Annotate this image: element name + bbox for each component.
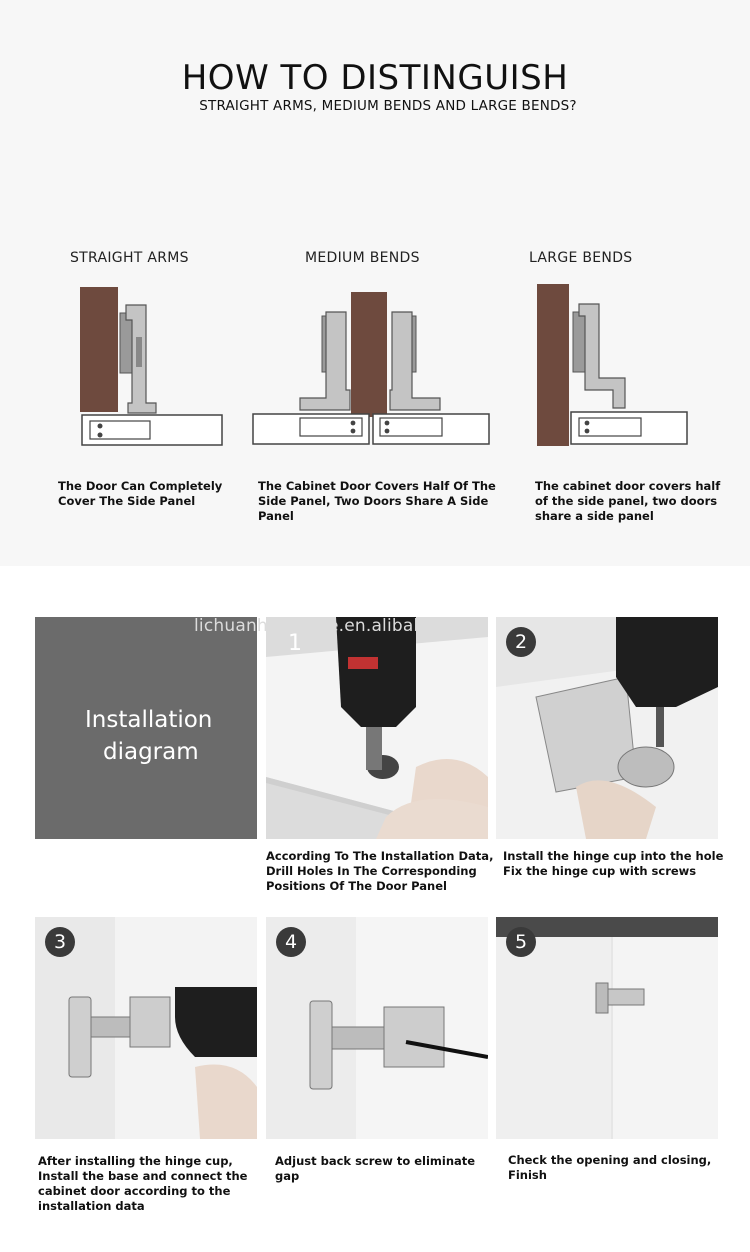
step-1-photo: 1 [266, 617, 488, 839]
step-3-badge: 3 [45, 927, 75, 957]
step-2-photo: 2 [496, 617, 718, 839]
step-4-caption: Adjust back screw to eliminate gap [275, 1154, 476, 1183]
step-5-badge: 5 [506, 927, 536, 957]
door-panel [80, 287, 118, 412]
desc-large-bends: The cabinet door covers half of the side… [535, 479, 721, 523]
step-5-photo: 5 [496, 917, 718, 1139]
label-large-bends: LARGE BENDS [529, 250, 633, 266]
side-panel-left [252, 413, 370, 445]
large-bends-illustration [537, 284, 688, 446]
label-straight-arms: STRAIGHT ARMS [70, 250, 189, 266]
step-3-photo: 3 [35, 917, 257, 1139]
side-panel [570, 411, 688, 445]
step-1-caption: According To The Installation Data, Dril… [266, 849, 494, 893]
page-title: HOW TO DISTINGUISH [181, 58, 569, 98]
hinge-left-icon [299, 311, 351, 411]
door-panel [537, 284, 569, 446]
step-4-photo: 4 [266, 917, 488, 1139]
install-title-line2: diagram [103, 739, 199, 765]
installation-diagram-box: Installation diagram [35, 617, 257, 839]
hinge-icon [572, 303, 626, 409]
install-title-line1: Installation [85, 707, 213, 733]
side-panel-right [372, 413, 490, 445]
step-5-caption: Check the opening and closing, Finish [508, 1153, 712, 1182]
desc-straight-arms: The Door Can Completely Cover The Side P… [58, 479, 223, 508]
label-medium-bends: MEDIUM BENDS [305, 250, 420, 266]
hinge-icon [119, 304, 157, 414]
side-panel [81, 414, 223, 446]
step-4-badge: 4 [276, 927, 306, 957]
top-section [0, 0, 750, 566]
step-1-badge: 1 [288, 631, 302, 656]
hinge-right-icon [389, 311, 441, 411]
step-2-caption: Install the hinge cup into the hole Fix … [503, 849, 724, 878]
desc-medium-bends: The Cabinet Door Covers Half Of The Side… [258, 479, 496, 523]
step-2-badge: 2 [506, 627, 536, 657]
page-subtitle: STRAIGHT ARMS, MEDIUM BENDS AND LARGE BE… [199, 98, 577, 114]
step-3-caption: After installing the hinge cup, Install … [38, 1154, 248, 1213]
straight-arms-illustration [80, 287, 223, 446]
medium-bends-illustration [252, 292, 490, 445]
watermark: lichuanhardware.en.alibaba.com [194, 616, 478, 636]
door-panel [351, 292, 387, 417]
